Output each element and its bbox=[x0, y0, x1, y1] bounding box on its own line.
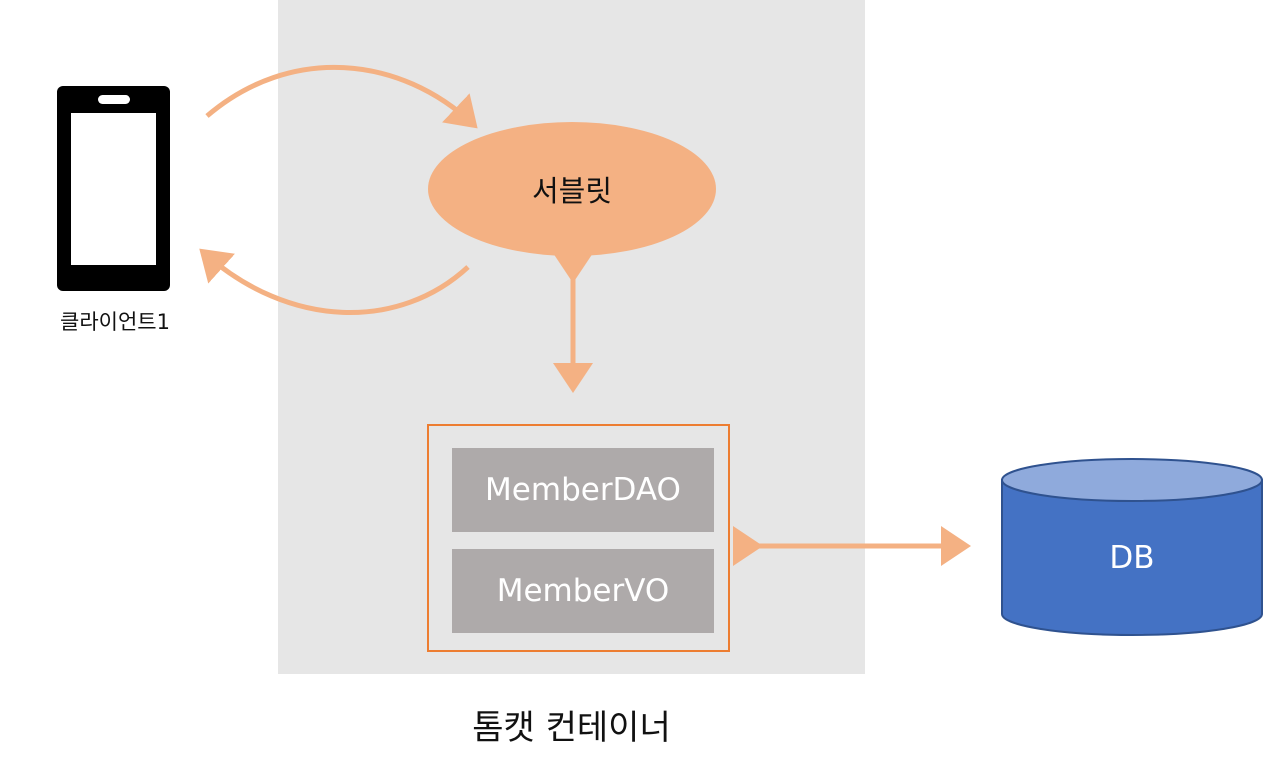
member-dao-label: MemberDAO bbox=[485, 472, 681, 508]
member-vo-box: MemberVO bbox=[452, 549, 714, 633]
beans-group-box bbox=[427, 424, 730, 652]
servlet-node: 서블릿 bbox=[428, 122, 716, 256]
db-label: DB bbox=[1109, 540, 1155, 576]
member-dao-box: MemberDAO bbox=[452, 448, 714, 532]
servlet-label: 서블릿 bbox=[531, 174, 613, 208]
client-label: 클라이언트1 bbox=[60, 310, 170, 334]
member-vo-label: MemberVO bbox=[496, 573, 670, 609]
database-cylinder-icon bbox=[1001, 458, 1263, 636]
smartphone-icon bbox=[57, 86, 170, 291]
response-arrow bbox=[199, 248, 470, 315]
request-arrow bbox=[205, 64, 478, 129]
container-label: 톰캣 컨테이너 bbox=[472, 708, 671, 748]
